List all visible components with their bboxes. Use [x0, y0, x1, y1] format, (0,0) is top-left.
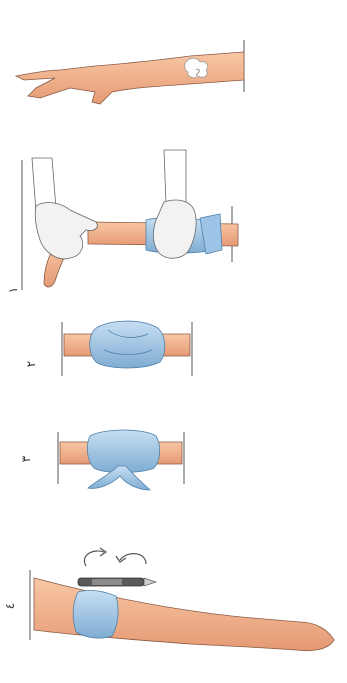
panel-step-2 [62, 321, 192, 376]
panel-step-3 [58, 430, 184, 490]
step-2-number: ٢ [25, 361, 37, 367]
pen-windlass [78, 578, 156, 586]
right-rescuer-arm [164, 150, 186, 204]
step-4-number: ٤ [4, 603, 16, 609]
injured-forearm [16, 52, 244, 104]
bandage-wrap-4 [73, 590, 118, 638]
panel-step-1 [22, 150, 238, 290]
bandage-wrap-2 [90, 321, 165, 368]
rotate-arrow-left [84, 551, 104, 566]
panel-injured-arm [16, 40, 244, 104]
step-3-number: ٣ [20, 456, 32, 462]
right-glove [153, 200, 196, 258]
step-1-number: ١ [7, 287, 19, 293]
panel-step-4 [30, 548, 334, 651]
left-glove [35, 203, 97, 259]
